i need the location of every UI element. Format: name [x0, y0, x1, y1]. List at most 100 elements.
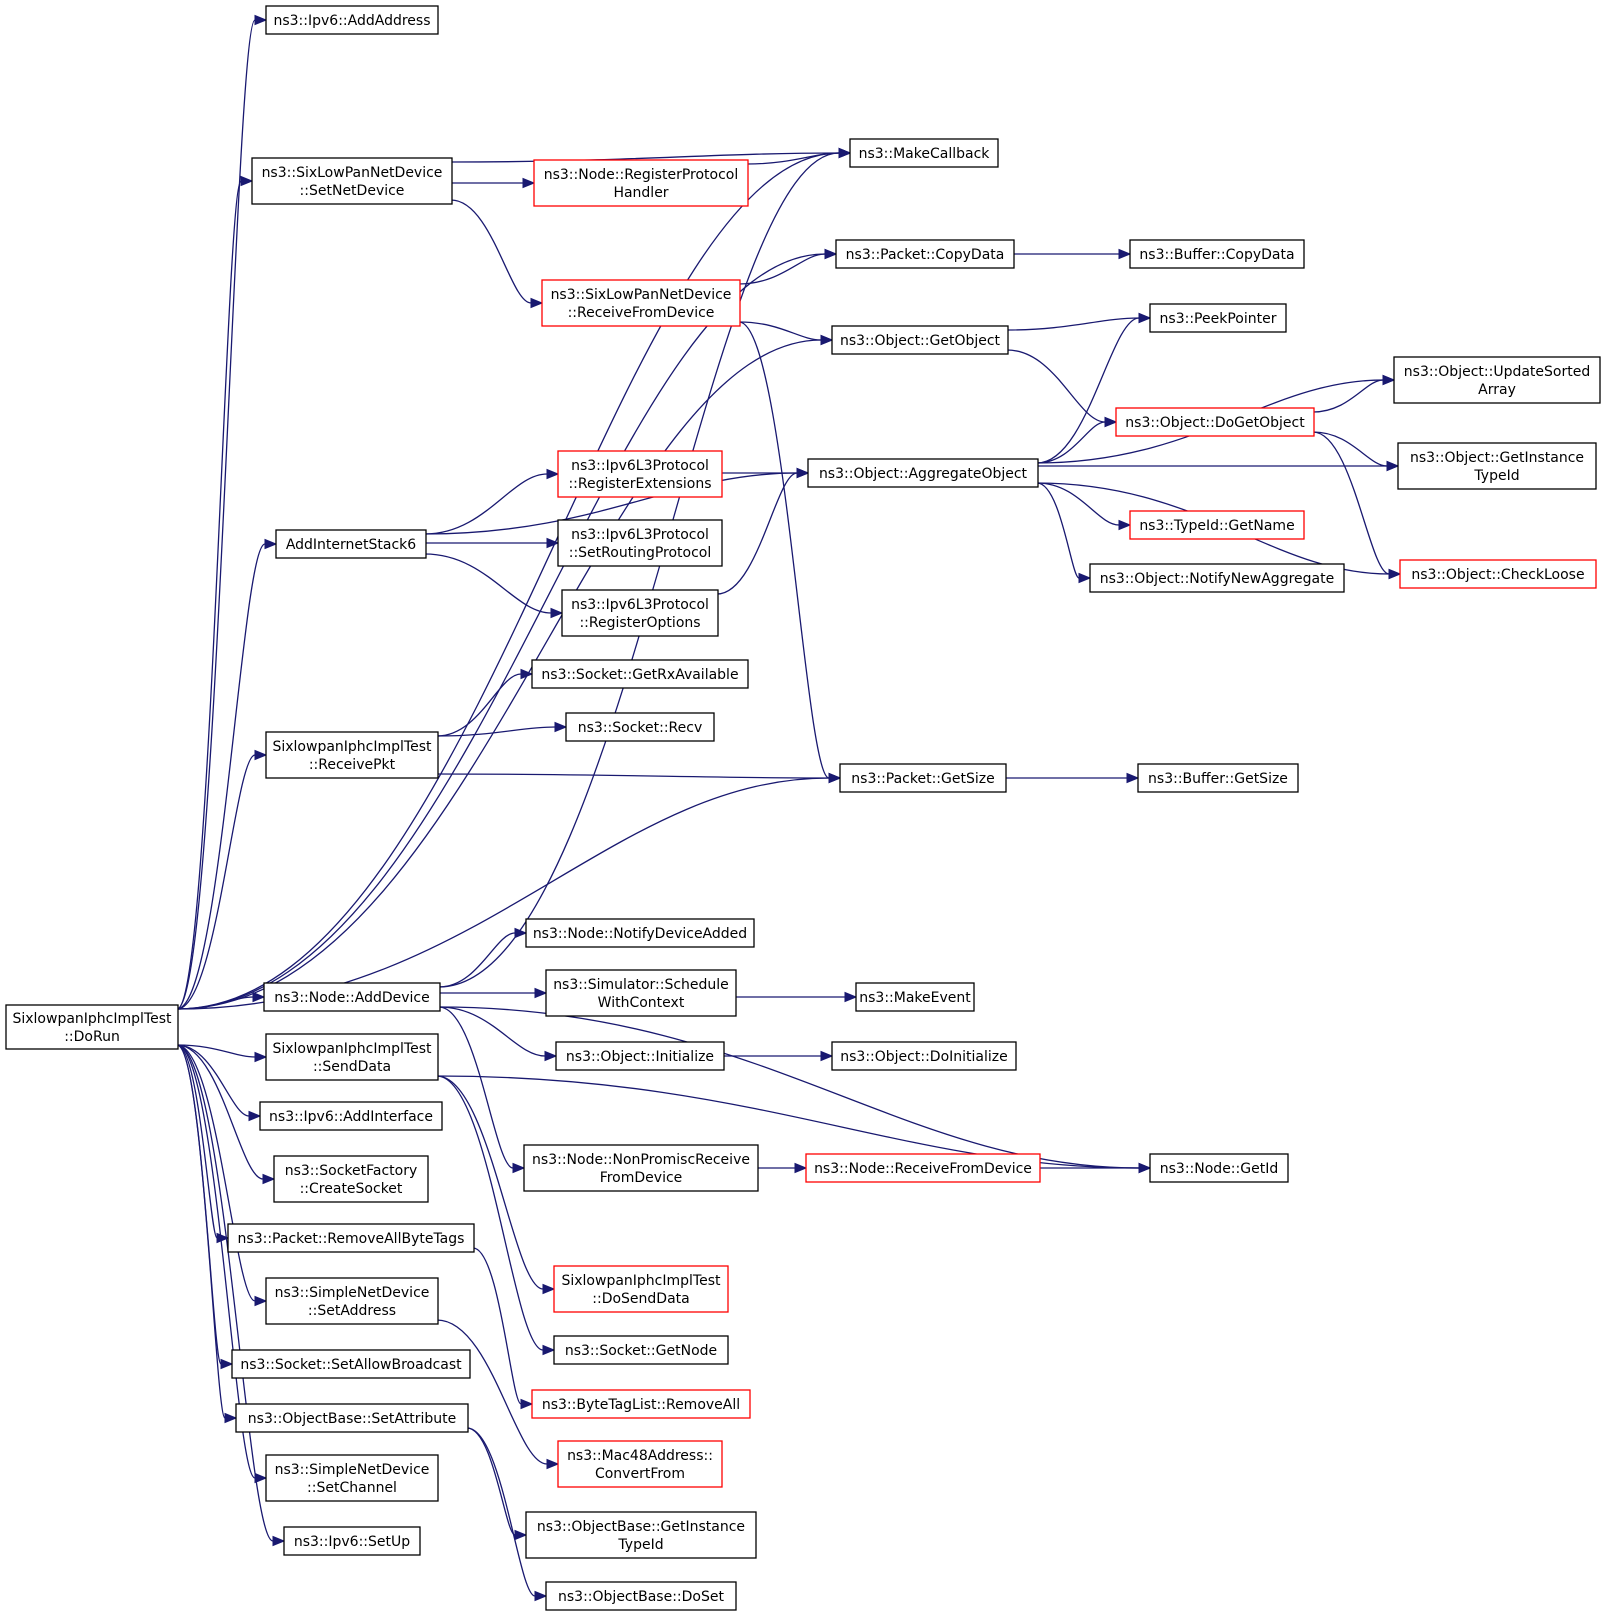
node-dosenddata[interactable]: SixlowpanIphcImplTest::DoSendData: [553, 1265, 729, 1313]
node-buffer-copydata[interactable]: ns3::Buffer::CopyData: [1129, 239, 1305, 269]
edge-line: [738, 253, 826, 285]
edge-root-to-senddata: [176, 1044, 268, 1063]
node-node-adddevice[interactable]: ns3::Node::AddDevice: [263, 982, 441, 1012]
node-object-aggregateobject[interactable]: ns3::Object::AggregateObject: [807, 458, 1039, 488]
edge-object-dogetobject-to-object-getinstancetypeid: [1312, 431, 1400, 472]
node-mac48address-convertfrom[interactable]: ns3::Mac48Address::ConvertFrom: [557, 1440, 723, 1488]
edge-arrowhead: [820, 1050, 834, 1062]
node-ipv6-addinterface[interactable]: ns3::Ipv6::AddInterface: [259, 1101, 443, 1131]
node-box: [805, 1153, 1041, 1183]
node-makecallback[interactable]: ns3::MakeCallback: [849, 138, 999, 168]
node-label-line: ns3::Node::GetId: [1160, 1161, 1278, 1177]
edge-object-dogetobject-to-object-checkloose: [1312, 431, 1402, 580]
edge-line: [466, 1427, 516, 1536]
node-receivepkt[interactable]: SixlowpanIphcImplTest::ReceivePkt: [265, 731, 439, 779]
node-box: [231, 1349, 471, 1379]
node-box: [265, 5, 439, 35]
node-box: [259, 1101, 443, 1131]
edge-node-adddevice-to-node-notifydeviceadded: [438, 927, 528, 988]
node-label-line: ns3::Packet::CopyData: [846, 247, 1005, 263]
edge-arrowhead: [1138, 1162, 1152, 1174]
node-box: [265, 1277, 439, 1325]
node-socket-recv[interactable]: ns3::Socket::Recv: [565, 712, 715, 742]
node-socket-getrxavailable[interactable]: ns3::Socket::GetRxAvailable: [531, 659, 749, 689]
node-box: [531, 1389, 751, 1419]
edge-arrowhead: [262, 1173, 276, 1185]
node-socket-setallowbroadcast[interactable]: ns3::Socket::SetAllowBroadcast: [231, 1349, 471, 1379]
node-socket-getnode[interactable]: ns3::Socket::GetNode: [553, 1335, 729, 1365]
node-label-line: ::ReceivePkt: [309, 757, 396, 773]
node-packet-getsize[interactable]: ns3::Packet::GetSize: [839, 763, 1007, 793]
node-box: [557, 450, 723, 498]
node-box: [555, 1041, 725, 1071]
node-ipv6l3-setroutingprotocol[interactable]: ns3::Ipv6L3Protocol::SetRoutingProtocol: [557, 519, 723, 567]
edge-object-aggregateobject-to-typeid-getname: [1036, 482, 1132, 531]
edge-arrowhead: [1138, 312, 1152, 324]
edge-line: [176, 1044, 226, 1419]
node-label-line: ns3::MakeEvent: [859, 990, 971, 1006]
node-label-line: ns3::Packet::GetSize: [851, 771, 994, 787]
node-object-doinitialize[interactable]: ns3::Object::DoInitialize: [831, 1041, 1017, 1071]
node-object-checkloose[interactable]: ns3::Object::CheckLoose: [1399, 559, 1597, 589]
node-label-line: ns3::Object::UpdateSorted: [1404, 364, 1590, 380]
node-box: [1089, 563, 1345, 593]
node-box: [839, 763, 1007, 793]
edge-line: [424, 472, 798, 535]
node-socketfactory-createsocket[interactable]: ns3::SocketFactory::CreateSocket: [273, 1155, 429, 1203]
node-node-receivefromdevice[interactable]: ns3::Node::ReceiveFromDevice: [805, 1153, 1041, 1183]
node-ipv6-addaddress[interactable]: ns3::Ipv6::AddAddress: [265, 5, 439, 35]
node-object-notifynewaggregate[interactable]: ns3::Object::NotifyNewAggregate: [1089, 563, 1345, 593]
node-senddata[interactable]: SixlowpanIphcImplTest::SendData: [265, 1033, 439, 1081]
node-label-line: ::ReceiveFromDevice: [568, 305, 715, 321]
node-node-getid[interactable]: ns3::Node::GetId: [1149, 1153, 1289, 1183]
node-peekpointer[interactable]: ns3::PeekPointer: [1149, 303, 1287, 333]
node-object-getobject[interactable]: ns3::Object::GetObject: [831, 325, 1009, 355]
node-label-line: ns3::MakeCallback: [859, 146, 991, 162]
edge-root-to-sixlowpan-setnetdevice: [176, 175, 254, 1010]
node-label-line: ns3::Buffer::CopyData: [1139, 247, 1294, 263]
edge-addinternetstack6-to-ipv6l3-setroutingprotocol: [424, 537, 560, 549]
node-bytetaglist-removeall[interactable]: ns3::ByteTagList::RemoveAll: [531, 1389, 751, 1419]
edge-arrowhead: [216, 1232, 230, 1244]
node-simplenetdevice-setaddress[interactable]: ns3::SimpleNetDevice::SetAddress: [265, 1277, 439, 1325]
node-ipv6l3-registerextensions[interactable]: ns3::Ipv6L3Protocol::RegisterExtensions: [557, 450, 723, 498]
node-packet-removeallbytetags[interactable]: ns3::Packet::RemoveAllByteTags: [227, 1223, 475, 1253]
node-addinternetstack6[interactable]: AddInternetStack6: [275, 529, 427, 559]
node-object-dogetobject[interactable]: ns3::Object::DoGetObject: [1115, 407, 1315, 437]
edge-line: [176, 1044, 256, 1058]
node-label-line: FromDevice: [600, 1170, 683, 1186]
node-ipv6-setup[interactable]: ns3::Ipv6::SetUp: [283, 1526, 421, 1556]
node-sixlowpan-receivefromdevice[interactable]: ns3::SixLowPanNetDevice::ReceiveFromDevi…: [541, 279, 741, 327]
edge-arrowhead: [254, 1051, 268, 1063]
node-objectbase-doset[interactable]: ns3::ObjectBase::DoSet: [545, 1581, 737, 1611]
node-box: [831, 1041, 1017, 1071]
edge-line: [1036, 482, 1120, 526]
node-label-line: ns3::ObjectBase::GetInstance: [537, 1519, 745, 1535]
node-typeid-getname[interactable]: ns3::TypeId::GetName: [1129, 510, 1305, 540]
node-node-notifydeviceadded[interactable]: ns3::Node::NotifyDeviceAdded: [525, 918, 755, 948]
edge-line: [176, 1044, 264, 1180]
edge-line: [472, 1247, 522, 1405]
node-box: [1397, 442, 1597, 490]
node-box: [531, 659, 749, 689]
node-objectbase-setattribute[interactable]: ns3::ObjectBase::SetAttribute: [235, 1403, 469, 1433]
node-simplenetdevice-setchannel[interactable]: ns3::SimpleNetDevice::SetChannel: [265, 1454, 439, 1502]
node-makeevent[interactable]: ns3::MakeEvent: [855, 982, 975, 1012]
node-sixlowpan-setnetdevice[interactable]: ns3::SixLowPanNetDevice::SetNetDevice: [251, 157, 453, 205]
node-buffer-getsize[interactable]: ns3::Buffer::GetSize: [1137, 763, 1299, 793]
node-label-line: SixlowpanIphcImplTest: [272, 739, 432, 755]
node-box: [263, 982, 441, 1012]
node-ipv6l3-registeroptions[interactable]: ns3::Ipv6L3Protocol::RegisterOptions: [561, 589, 719, 637]
node-label-line: AddInternetStack6: [286, 537, 416, 553]
edge-arrowhead: [550, 607, 564, 619]
node-object-initialize[interactable]: ns3::Object::Initialize: [555, 1041, 725, 1071]
node-box: [1115, 407, 1315, 437]
node-packet-copydata[interactable]: ns3::Packet::CopyData: [835, 239, 1015, 269]
edge-line: [438, 152, 840, 988]
